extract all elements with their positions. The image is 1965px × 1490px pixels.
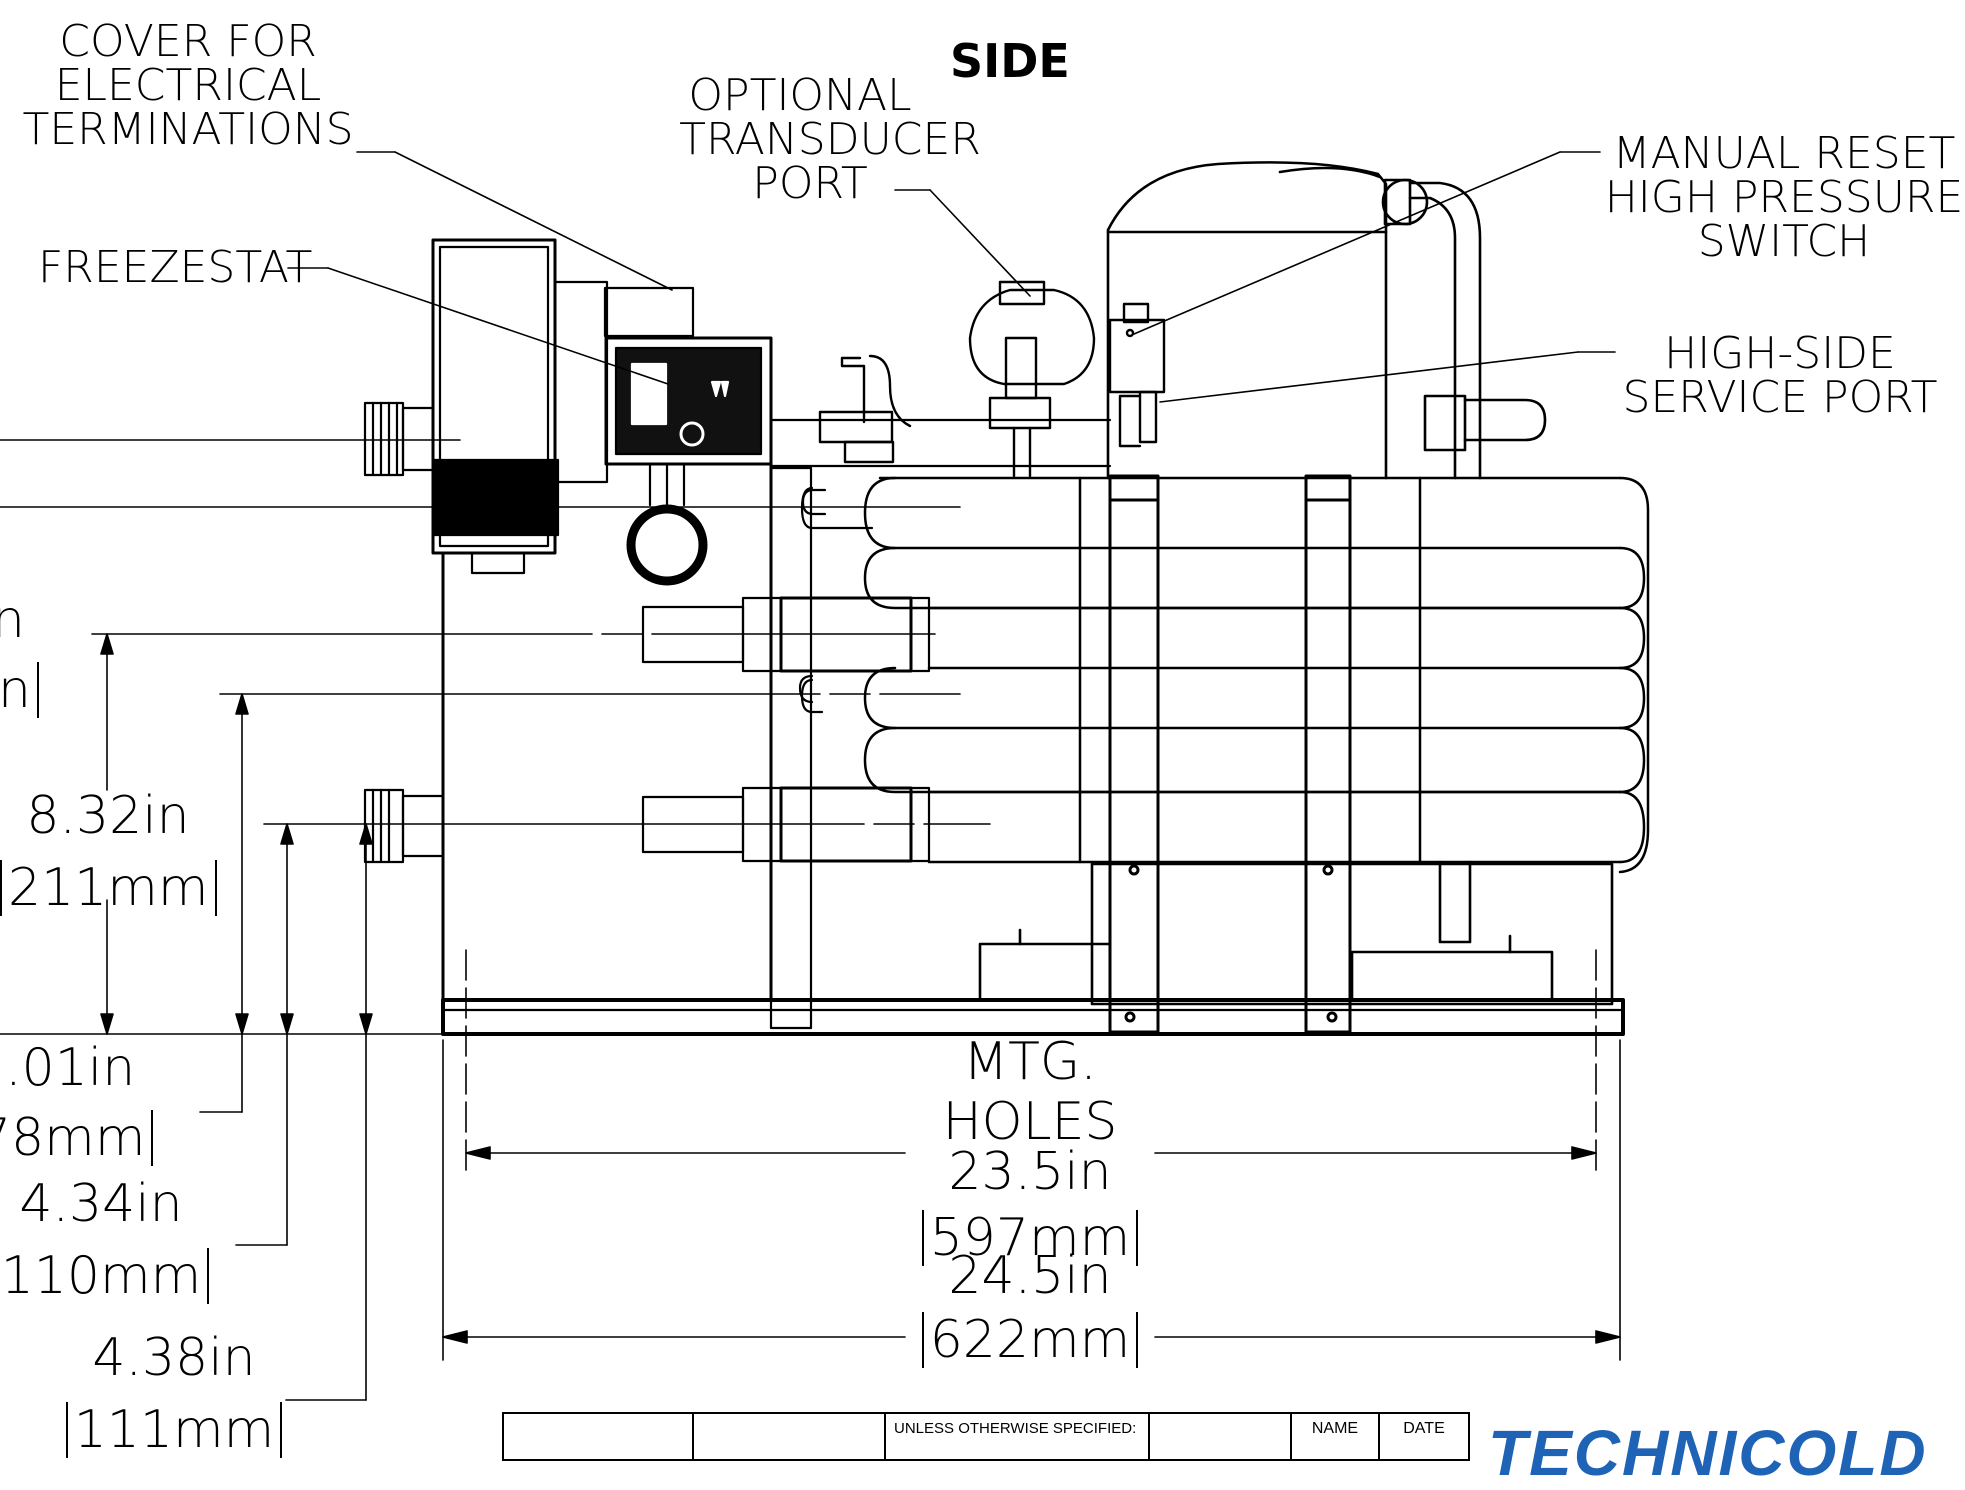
dimension-lines-left	[0, 633, 991, 1401]
dim-7-01-in: 7.01in	[0, 1038, 136, 1098]
manual-reset-line-1: MANUAL RESET	[1612, 128, 1956, 179]
dim-7-01-mm: 78mm	[0, 1110, 154, 1166]
mtg-line-2: HOLES	[942, 1092, 1118, 1152]
tb-cell-1	[502, 1412, 694, 1461]
transducer-line-2: TRANSDUCER	[679, 114, 981, 165]
dim-8-32: 8.32in 211mm	[0, 786, 217, 916]
dim-23-5-in: 23.5in	[948, 1142, 1112, 1202]
manual-reset-callout: MANUAL RESET HIGH PRESSURE SWITCH	[1604, 132, 1964, 264]
dim-24-5-mm: 622mm	[921, 1312, 1139, 1368]
high-side-line-2: SERVICE PORT	[1622, 372, 1938, 423]
freezestat-callout: FREEZESTAT	[38, 242, 313, 293]
tb-date-label: DATE	[1403, 1420, 1445, 1437]
dim-4-34: 4.34in 110mm	[0, 1176, 210, 1304]
dim-4-38: 4.38in 111mm	[64, 1330, 284, 1458]
manual-reset-line-2: HIGH PRESSURE	[1604, 172, 1964, 223]
cut-dim-top: n	[0, 590, 25, 650]
mtg-line-1: MTG.	[963, 1032, 1097, 1092]
transducer-callout: OPTIONAL TRANSDUCER PORT	[670, 74, 990, 206]
callout-leaders	[0, 151, 1616, 508]
technicold-logo: TECHNICOLD	[1488, 1417, 1928, 1489]
coil-brackets	[1108, 474, 1352, 1034]
dim-8-32-in: 8.32in	[26, 786, 190, 846]
cut-dim-bottom: n	[0, 662, 39, 718]
dim-4-38-in: 4.38in	[92, 1328, 256, 1388]
dim-4-34-mm: 110mm	[0, 1248, 210, 1304]
high-side-line-1: HIGH-SIDE	[1664, 328, 1896, 379]
dim-4-38-mm: 111mm	[65, 1402, 283, 1458]
pressure-components	[818, 280, 1166, 478]
discharge-line	[1381, 178, 1547, 480]
freezestat-unit	[604, 336, 773, 586]
tb-spec-cell: UNLESS OTHERWISE SPECIFIED:	[884, 1412, 1150, 1461]
dim-4-34-in: 4.34in	[19, 1174, 183, 1234]
tb-cell-4	[1148, 1412, 1292, 1461]
left-tube	[798, 488, 827, 704]
cover-callout: COVER FOR ELECTRICAL TERMINATIONS	[18, 20, 358, 152]
cover-line-1: COVER FOR	[59, 16, 317, 67]
view-title: SIDE	[950, 34, 1070, 88]
title-block: UNLESS OTHERWISE SPECIFIED: NAME DATE	[502, 1412, 1965, 1472]
dim-8-32-mm: 211mm	[0, 860, 217, 916]
high-side-callout: HIGH-SIDE SERVICE PORT	[1610, 332, 1950, 420]
dim-7-01: 7.01in 78mm	[0, 1040, 168, 1166]
tb-spec-label: UNLESS OTHERWISE SPECIFIED:	[894, 1420, 1137, 1437]
dim-24-5-in: 24.5in	[948, 1246, 1112, 1306]
tb-cell-2	[692, 1412, 886, 1461]
water-connection-pipes	[641, 486, 931, 863]
tb-date-cell: DATE	[1378, 1412, 1470, 1461]
tb-name-label: NAME	[1311, 1420, 1359, 1437]
cover-line-3: TERMINATIONS	[22, 104, 354, 155]
frame-body	[363, 418, 1112, 1030]
transducer-line-1: OPTIONAL	[688, 70, 912, 121]
tb-name-cell: NAME	[1290, 1412, 1380, 1461]
dimension-lines-bottom	[442, 949, 1621, 1361]
coaxial-coil	[863, 476, 1650, 874]
dim-mtg-holes: MTG. HOLES 23.5in 597mm 24.5in 622mm	[880, 1034, 1180, 1368]
compressor	[978, 161, 1614, 1006]
manual-reset-line-3: SWITCH	[1697, 216, 1871, 267]
transducer-line-3: PORT	[752, 158, 868, 209]
cover-line-2: ELECTRICAL	[54, 60, 322, 111]
dim-23-5-mm: 597mm	[921, 1210, 1139, 1266]
cut-dim-bottom-text: n	[0, 662, 39, 718]
